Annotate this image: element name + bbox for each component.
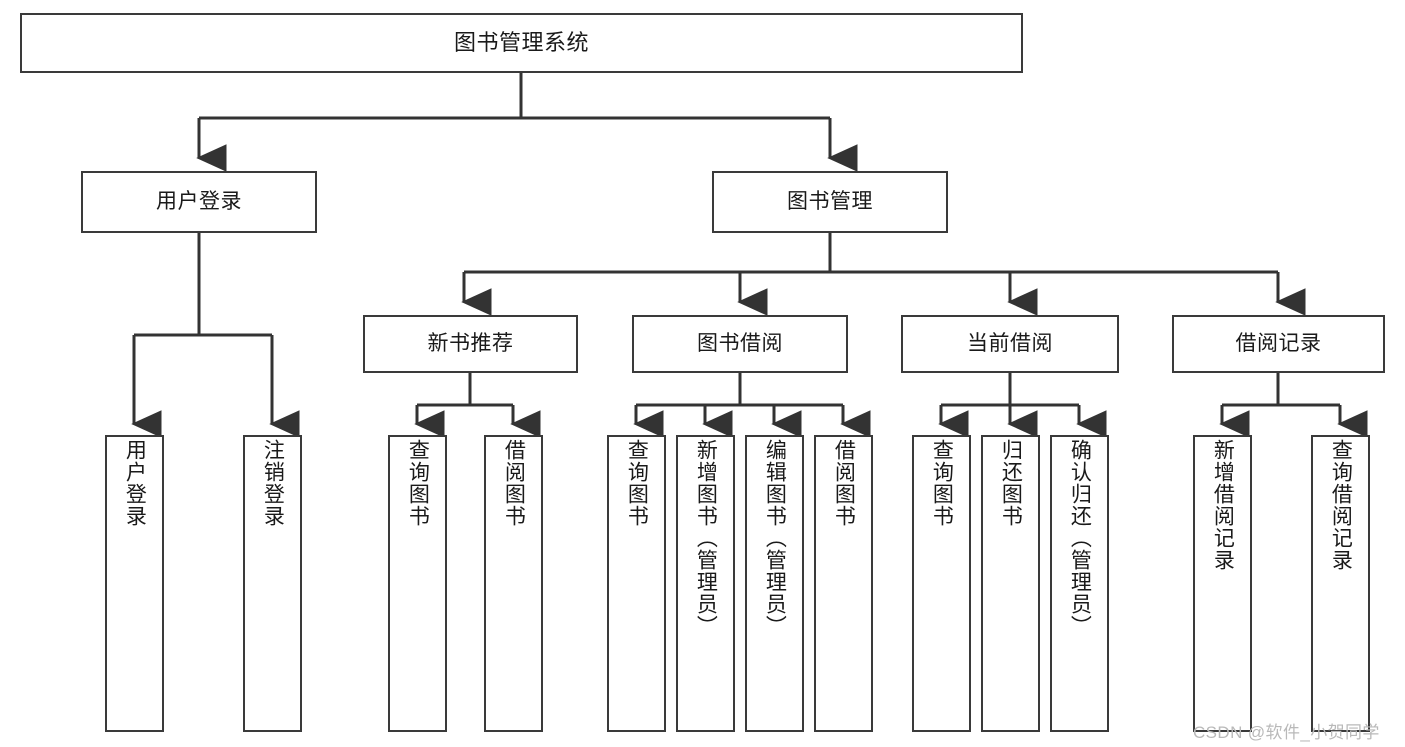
node-book-management-label: 图书管理 <box>787 189 873 213</box>
node-book-borrow[interactable]: 图书借阅 <box>632 315 848 373</box>
leaf-label: 新增借阅记录 <box>1211 439 1235 571</box>
leaf-new-book-query[interactable]: 查询图书 <box>388 435 447 732</box>
leaf-label: 借阅图书 <box>832 439 856 527</box>
leaf-label: 查询借阅记录 <box>1329 439 1353 571</box>
node-borrow-record-label: 借阅记录 <box>1235 331 1322 355</box>
leaf-label: 查询图书 <box>406 439 430 527</box>
node-book-borrow-label: 图书借阅 <box>697 331 783 355</box>
node-new-book-recommend[interactable]: 新书推荐 <box>363 315 578 373</box>
node-root[interactable]: 图书管理系统 <box>20 13 1023 73</box>
leaf-label: 归还图书 <box>999 439 1023 527</box>
node-book-management[interactable]: 图书管理 <box>712 171 948 233</box>
leaf-book-borrow-borrow[interactable]: 借阅图书 <box>814 435 873 732</box>
node-user-login[interactable]: 用户登录 <box>81 171 317 233</box>
node-current-borrow-label: 当前借阅 <box>967 331 1053 355</box>
leaf-current-borrow-return[interactable]: 归还图书 <box>981 435 1040 732</box>
leaf-borrow-record-add[interactable]: 新增借阅记录 <box>1193 435 1252 732</box>
leaf-user-login-logout[interactable]: 注销登录 <box>243 435 302 732</box>
leaf-label: 借阅图书 <box>502 439 526 527</box>
leaf-book-borrow-query[interactable]: 查询图书 <box>607 435 666 732</box>
leaf-user-login-login[interactable]: 用户登录 <box>105 435 164 732</box>
node-current-borrow[interactable]: 当前借阅 <box>901 315 1119 373</box>
node-user-login-label: 用户登录 <box>156 189 242 213</box>
leaf-book-borrow-add[interactable]: 新增图书（管理员） <box>676 435 735 732</box>
node-borrow-record[interactable]: 借阅记录 <box>1172 315 1385 373</box>
csdn-watermark: CSDN @软件_小贺同学 <box>1193 723 1380 742</box>
leaf-current-borrow-query[interactable]: 查询图书 <box>912 435 971 732</box>
leaf-label: 确认归还（管理员） <box>1068 439 1092 637</box>
node-new-book-recommend-label: 新书推荐 <box>427 331 514 355</box>
leaf-label: 注销登录 <box>261 439 285 527</box>
leaf-label: 查询图书 <box>930 439 954 527</box>
leaf-borrow-record-query[interactable]: 查询借阅记录 <box>1311 435 1370 732</box>
leaf-label: 新增图书（管理员） <box>694 439 718 637</box>
leaf-new-book-borrow[interactable]: 借阅图书 <box>484 435 543 732</box>
leaf-label: 查询图书 <box>625 439 649 527</box>
leaf-current-borrow-confirm-return[interactable]: 确认归还（管理员） <box>1050 435 1109 732</box>
node-root-label: 图书管理系统 <box>453 30 589 56</box>
leaf-book-borrow-edit[interactable]: 编辑图书（管理员） <box>745 435 804 732</box>
leaf-label: 编辑图书（管理员） <box>763 439 787 637</box>
leaf-label: 用户登录 <box>123 439 147 527</box>
